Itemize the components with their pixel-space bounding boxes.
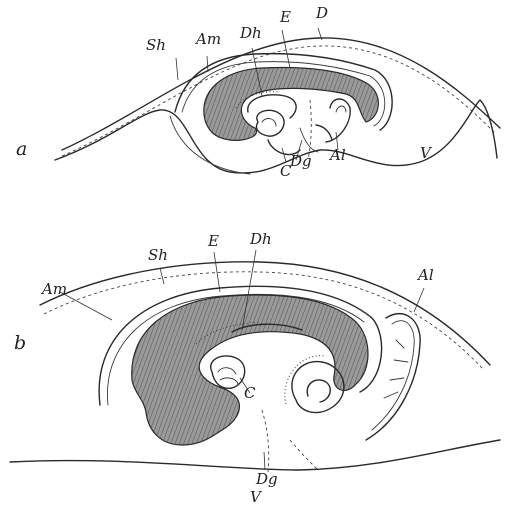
panel-b-yolk-stalk bbox=[262, 410, 269, 472]
panel-a-dg-label: Dg bbox=[290, 154, 312, 169]
panel-a-e-label: E bbox=[280, 10, 291, 25]
panel-b-heart bbox=[211, 356, 245, 388]
panel-b-c-label: C bbox=[244, 386, 255, 401]
panel-b-am-label: Am bbox=[42, 282, 67, 297]
panel-b-sh-label: Sh bbox=[148, 248, 168, 263]
panel-a-sh-label: Sh bbox=[146, 38, 166, 53]
panel-a-drawing bbox=[55, 28, 500, 174]
panel-a-embryo bbox=[204, 68, 379, 141]
panel-a-label: a bbox=[16, 140, 27, 159]
panel-a-serosa-inner bbox=[62, 46, 496, 156]
panel-b-e-label: E bbox=[208, 234, 219, 249]
panel-b-al-label: Al bbox=[418, 268, 434, 283]
panel-a-v-label: V bbox=[420, 146, 431, 161]
panel-b-label: b bbox=[14, 334, 26, 353]
panel-a-dh-label: Dh bbox=[240, 26, 262, 41]
panel-b-dh-label: Dh bbox=[250, 232, 272, 247]
panel-a-am-label: Am bbox=[196, 32, 221, 47]
panel-a-heart bbox=[256, 110, 284, 136]
panel-b-embryo bbox=[132, 295, 368, 445]
panel-a-gut bbox=[248, 95, 296, 118]
panel-a-yolk-stalk bbox=[308, 100, 311, 160]
panel-b-yolk-wall bbox=[10, 440, 500, 470]
panel-a-d-label: D bbox=[316, 6, 328, 21]
panel-a-serosa bbox=[62, 38, 500, 150]
panel-a-al-label: Al bbox=[330, 148, 346, 163]
panel-b-dg-label: Dg bbox=[256, 472, 278, 487]
panel-b-v-label: V bbox=[250, 490, 261, 505]
panel-a-c-label: C bbox=[280, 164, 291, 179]
